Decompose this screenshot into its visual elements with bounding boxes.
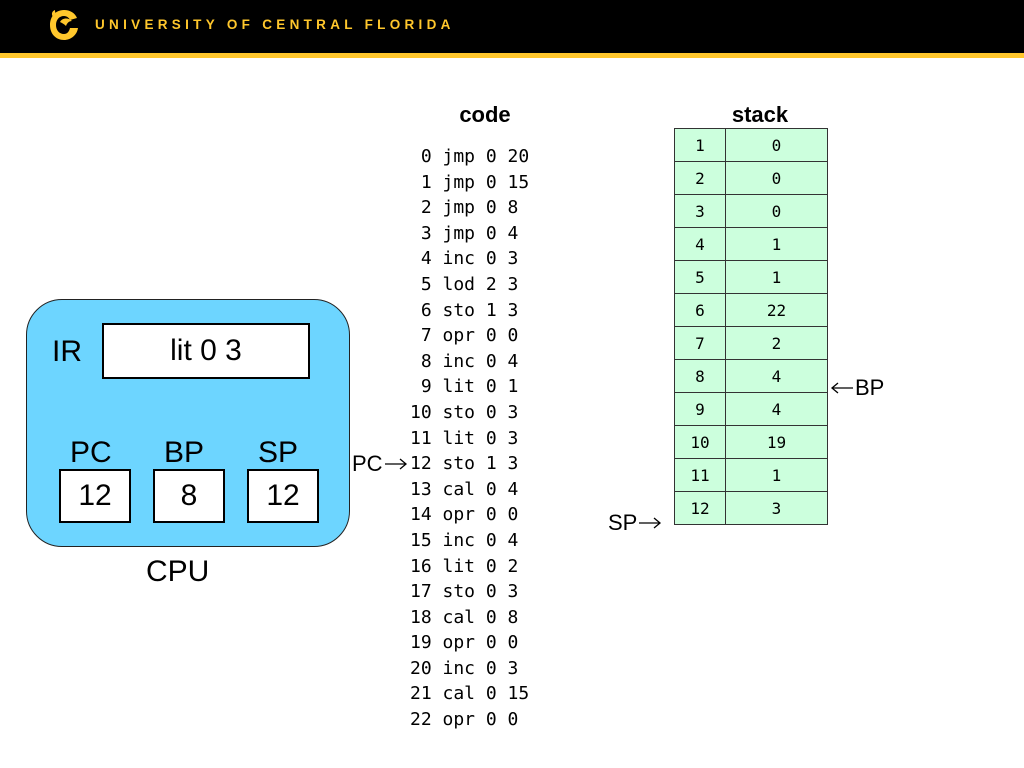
stack-value-cell: 0 xyxy=(725,128,828,162)
stack-value-cell: 4 xyxy=(725,359,828,393)
code-line: 20 inc 0 3 xyxy=(410,657,519,679)
code-line: 21 cal 0 15 xyxy=(410,683,530,705)
stack-title: stack xyxy=(731,102,789,127)
stack-index-cell: 7 xyxy=(674,326,726,360)
stack-index-cell: 2 xyxy=(674,161,726,195)
stack-index-cell: 10 xyxy=(674,425,726,459)
code-line: 18 cal 0 8 xyxy=(410,606,519,628)
stack-value-cell: 1 xyxy=(725,260,828,294)
stack-index-cell: 8 xyxy=(674,359,726,393)
sp-label: SP xyxy=(258,436,299,469)
code-listing: 0 jmp 0 20 1 jmp 0 15 2 jmp 0 8 3 jmp 0 … xyxy=(410,144,529,733)
code-line: 16 lit 0 2 xyxy=(410,555,519,577)
code-line: 2 jmp 0 8 xyxy=(410,197,519,219)
university-name: UNIVERSITY OF CENTRAL FLORIDA xyxy=(95,17,455,32)
stack-value-cell: 3 xyxy=(725,491,828,525)
bp-label: BP xyxy=(164,436,205,469)
pc-register: 12 xyxy=(59,469,131,523)
stack-value-cell: 0 xyxy=(725,161,828,195)
ir-register: lit 0 3 xyxy=(102,323,310,379)
arrow-left-icon xyxy=(830,382,853,394)
stack-value-cell: 1 xyxy=(725,458,828,492)
stack-value-cell: 1 xyxy=(725,227,828,261)
stack-index-cell: 11 xyxy=(674,458,726,492)
code-line: 10 sto 0 3 xyxy=(410,401,519,423)
code-line: 7 opr 0 0 xyxy=(410,325,519,347)
code-line: 8 inc 0 4 xyxy=(410,350,519,372)
code-line: 17 sto 0 3 xyxy=(410,581,519,603)
sp-register: 12 xyxy=(247,469,319,523)
stack-value-cell: 22 xyxy=(725,293,828,327)
stack-value-cell: 4 xyxy=(725,392,828,426)
code-line: 14 opr 0 0 xyxy=(410,504,519,526)
stack-index-cell: 3 xyxy=(674,194,726,228)
code-line: 3 jmp 0 4 xyxy=(410,222,519,244)
code-title: code xyxy=(459,102,511,127)
code-line: 6 sto 1 3 xyxy=(410,299,519,321)
code-line: 11 lit 0 3 xyxy=(410,427,519,449)
stack-index-cell: 12 xyxy=(674,491,726,525)
code-line: 0 jmp 0 20 xyxy=(410,146,530,167)
ir-label: IR xyxy=(52,335,82,368)
cpu-label: CPU xyxy=(146,555,210,588)
code-line: 4 inc 0 3 xyxy=(410,248,519,270)
stack-index-cell: 6 xyxy=(674,293,726,327)
pc-label: PC xyxy=(70,436,112,469)
sp-pointer: SP xyxy=(608,510,663,536)
bp-register: 8 xyxy=(153,469,225,523)
code-line: 13 cal 0 4 xyxy=(410,478,519,500)
arrow-right-icon xyxy=(639,517,662,529)
pc-pointer: PC xyxy=(352,451,409,477)
stack-index-cell: 1 xyxy=(674,128,726,162)
pegasus-logo-icon xyxy=(50,10,78,40)
sp-pointer-label: SP xyxy=(608,510,638,535)
code-line: 19 opr 0 0 xyxy=(410,632,519,654)
code-line: 15 inc 0 4 xyxy=(410,529,519,551)
code-line: 22 opr 0 0 xyxy=(410,709,519,731)
bp-pointer-label: BP xyxy=(855,375,885,400)
stack-value-cell: 2 xyxy=(725,326,828,360)
code-line: 1 jmp 0 15 xyxy=(410,171,530,193)
bp-pointer: BP xyxy=(829,375,884,401)
stack-index-cell: 9 xyxy=(674,392,726,426)
stack-value-cell: 0 xyxy=(725,194,828,228)
code-line: 9 lit 0 1 xyxy=(410,376,519,398)
stack-index-cell: 5 xyxy=(674,260,726,294)
code-line: 5 lod 2 3 xyxy=(410,273,519,295)
stack-index-cell: 4 xyxy=(674,227,726,261)
header-bar: UNIVERSITY OF CENTRAL FLORIDA xyxy=(0,0,1024,58)
pc-pointer-label: PC xyxy=(352,451,383,476)
stack-value-cell: 19 xyxy=(725,425,828,459)
code-line: 12 sto 1 3 xyxy=(410,453,519,475)
arrow-right-icon xyxy=(384,458,407,470)
